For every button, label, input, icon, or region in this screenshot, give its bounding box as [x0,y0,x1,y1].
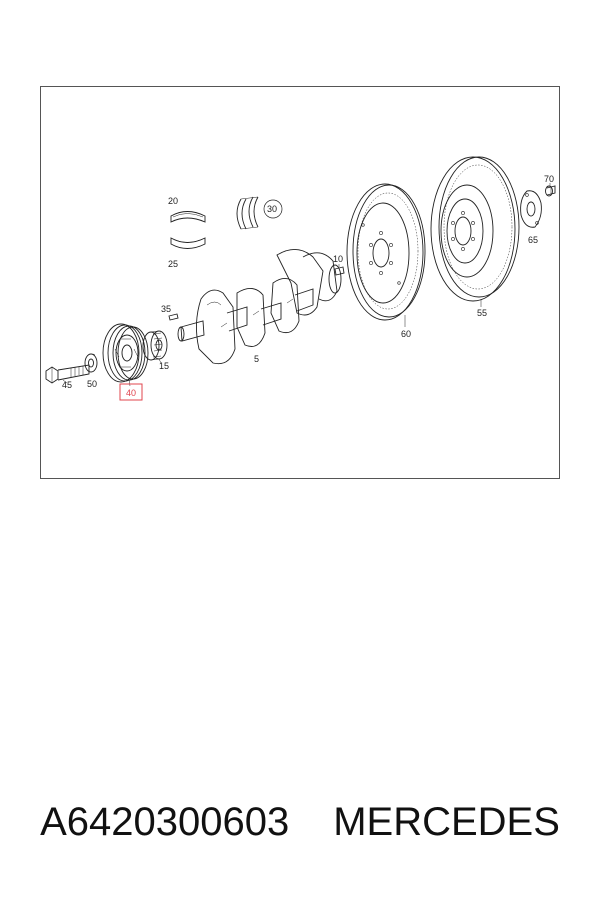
pulley-part-40[interactable] [102,323,149,383]
leader-40 [128,378,131,387]
callout-20: 20 [168,196,178,206]
crankshaft-part-5[interactable] [177,249,342,365]
flywheel-part-60[interactable] [346,183,426,321]
callout-35: 35 [161,304,171,314]
callout-45: 45 [62,380,72,390]
callout-15: 15 [159,361,169,371]
thrust-washer-part-30[interactable] [236,196,259,230]
product-caption: A6420300603 MERCEDES [0,800,600,845]
part-number: A6420300603 [40,800,290,844]
brand-name: MERCEDES [333,800,560,844]
callout-70: 70 [544,174,554,184]
pin-part-10[interactable] [334,266,345,276]
callout-25: 25 [168,259,178,269]
gear-part-15[interactable] [142,330,168,361]
leader-15 [158,358,162,364]
callout-5: 5 [254,354,259,364]
bearing-shell-part-25[interactable] [170,237,206,249]
callout-60: 60 [401,329,411,339]
highlight-box-part-40 [119,383,143,401]
plate-part-65[interactable] [520,190,542,228]
washer-part-50[interactable] [84,353,98,373]
bolt-part-45[interactable] [45,364,90,384]
callout-65: 65 [528,235,538,245]
callout-50: 50 [87,379,97,389]
callout-30-circle [263,199,283,219]
callout-55: 55 [477,308,487,318]
callout-40[interactable]: 40 [126,388,136,398]
callout-10: 10 [333,254,343,264]
key-part-35[interactable] [168,313,179,321]
bearing-shell-part-20[interactable] [170,211,206,223]
parts-diagram-frame: 45 50 40 [40,86,560,479]
screw-part-70[interactable] [545,185,556,197]
callout-30: 30 [267,204,277,214]
exploded-parts-diagram: 45 50 40 [45,156,556,401]
dual-mass-flywheel-part-55[interactable] [430,156,520,302]
